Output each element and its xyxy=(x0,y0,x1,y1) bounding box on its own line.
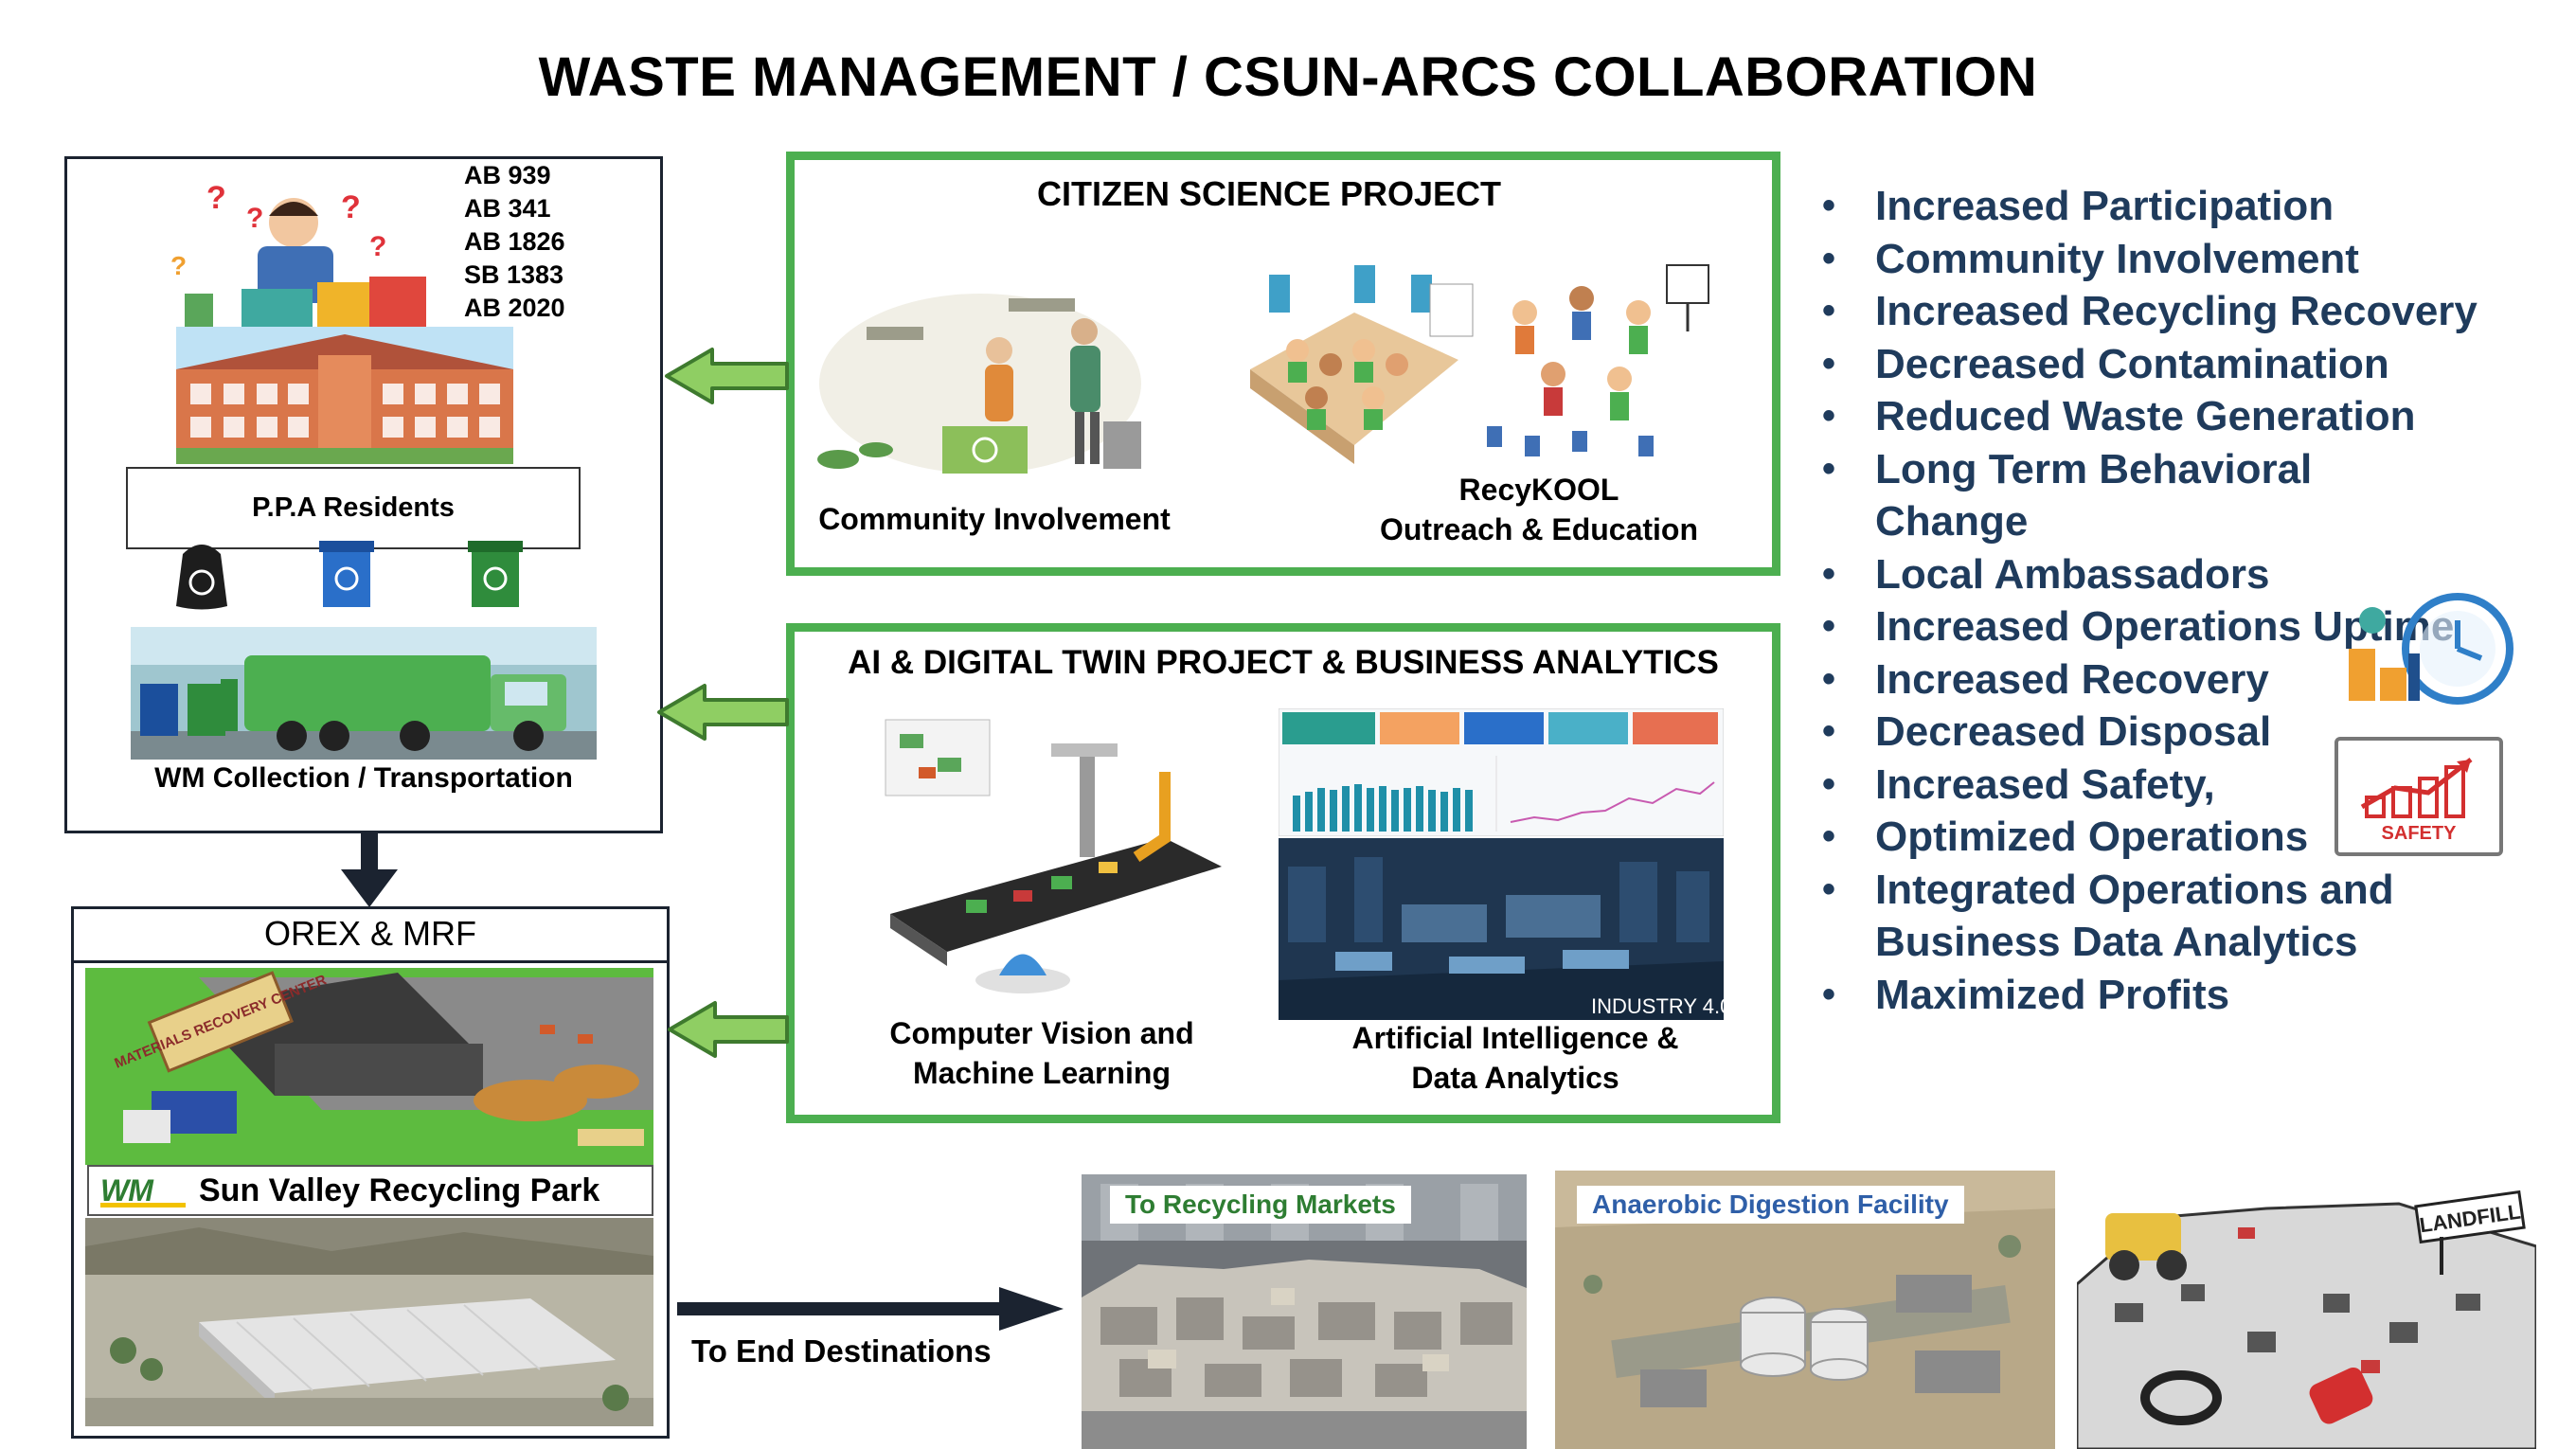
benefit-item: •Community Involvement xyxy=(1818,233,2567,286)
computer-vision-caption-line2: Machine Learning xyxy=(912,1056,1172,1090)
computer-vision-caption-line1: Computer Vision and xyxy=(889,1016,1194,1050)
collection-caption: WM Collection / Transportation xyxy=(154,762,573,794)
bullet-icon: • xyxy=(1822,185,1836,226)
recykool-classroom-illustration xyxy=(1241,256,1714,469)
trash-bag-icon xyxy=(169,535,235,611)
confused-person-illustration: ? ? ? ? ? xyxy=(152,170,436,327)
mrf-header: OREX & MRF xyxy=(263,913,476,953)
benefit-item: •Optimized Operations xyxy=(1818,811,2567,864)
mrf-header-box: OREX & MRF xyxy=(71,906,670,963)
sun-valley-label: Sun Valley Recycling Park xyxy=(199,1172,600,1208)
bullet-icon: • xyxy=(1822,710,1836,752)
svg-text:?: ? xyxy=(170,251,187,280)
benefit-item: •Long Term Behavioral xyxy=(1818,443,2567,496)
analytics-dashboard-image xyxy=(1279,708,1724,836)
svg-text:?: ? xyxy=(206,180,226,216)
end-destinations-arrow xyxy=(677,1287,1064,1331)
bullet-icon: • xyxy=(1822,395,1836,437)
uptime-clock-icon xyxy=(2325,578,2529,720)
benefits-list: •Increased Participation •Community Invo… xyxy=(1818,180,2567,1021)
bullet-icon: • xyxy=(1822,815,1836,857)
bullet-icon: • xyxy=(1822,447,1836,490)
bill-sb1383: SB 1383 xyxy=(464,260,564,289)
benefit-item-continuation: Change xyxy=(1875,498,2029,545)
ai-analytics-caption-line2: Data Analytics xyxy=(1411,1061,1619,1095)
citizen-science-header: CITIZEN SCIENCE PROJECT xyxy=(1036,174,1502,213)
benefit-item: •Increased Safety, xyxy=(1818,759,2567,812)
bullet-icon: • xyxy=(1822,868,1836,910)
legislation-list: AB 939 AB 341 AB 1826 SB 1383 AB 2020 xyxy=(464,159,565,325)
ai-analytics-caption: Artificial Intelligence & Data Analytics xyxy=(1297,1018,1733,1098)
residents-label: P.P.A Residents xyxy=(252,492,455,523)
industry-label: INDUSTRY 4.0 xyxy=(1591,994,1724,1018)
apartment-building-image xyxy=(176,327,513,464)
bullet-icon: • xyxy=(1822,290,1836,331)
page-title: WASTE MANAGEMENT / CSUN-ARCS COLLABORATI… xyxy=(538,46,2038,108)
recykool-caption: RecyKOOL Outreach & Education xyxy=(1354,470,1724,549)
benefit-item-continuation: Business Data Analytics xyxy=(1875,919,2358,965)
computer-vision-caption: Computer Vision and Machine Learning xyxy=(852,1013,1231,1093)
wm-logo-icon: WM xyxy=(100,1173,186,1208)
green-bin-icon xyxy=(464,537,527,611)
ai-project-header: AI & DIGITAL TWIN PROJECT & BUSINESS ANA… xyxy=(848,644,1719,681)
community-involvement-caption: Community Involvement xyxy=(818,502,1171,536)
garbage-truck-image xyxy=(131,627,597,760)
sun-valley-label-box: WM Sun Valley Recycling Park xyxy=(87,1165,653,1216)
benefit-item: •Maximized Profits xyxy=(1818,969,2567,1022)
wm-logo-text: WM xyxy=(100,1173,153,1208)
svg-text:?: ? xyxy=(369,231,386,262)
recykool-title: RecyKOOL xyxy=(1458,473,1619,507)
industry-4-factory-image: INDUSTRY 4.0 xyxy=(1279,838,1724,1020)
bill-ab939: AB 939 xyxy=(464,161,551,189)
landfill-illustration: LANDFILL xyxy=(2077,1171,2536,1449)
community-involvement-illustration xyxy=(810,260,1151,483)
ai-analytics-caption-line1: Artificial Intelligence & xyxy=(1351,1021,1679,1055)
bullet-icon: • xyxy=(1822,657,1836,700)
benefit-item: •Decreased Disposal xyxy=(1818,706,2567,759)
bullet-icon: • xyxy=(1822,552,1836,595)
arrow-ai-to-residents xyxy=(657,684,789,741)
benefit-item: •Increased Participation xyxy=(1818,180,2567,233)
end-destinations-label: To End Destinations xyxy=(691,1333,992,1368)
blue-bin-icon xyxy=(315,537,378,611)
benefit-item: •Increased Operations Uptime xyxy=(1818,600,2567,653)
svg-text:?: ? xyxy=(341,189,361,225)
bill-ab1826: AB 1826 xyxy=(464,227,565,256)
sun-valley-aerial-photo xyxy=(85,1218,653,1426)
recykool-subtitle: Outreach & Education xyxy=(1379,512,1699,546)
bill-ab341: AB 341 xyxy=(464,194,551,223)
benefit-item: •Increased Recovery xyxy=(1818,653,2567,707)
benefit-item: •Integrated Operations and xyxy=(1818,864,2567,917)
bill-ab2020: AB 2020 xyxy=(464,294,565,322)
materials-recovery-center-illustration: MATERIALS RECOVERY CENTER xyxy=(85,968,653,1165)
benefit-item: •Decreased Contamination xyxy=(1818,338,2567,391)
bullet-icon: • xyxy=(1822,237,1836,279)
arrow-ai-to-mrf xyxy=(668,1001,789,1058)
benefit-item: •Reduced Waste Generation xyxy=(1818,390,2567,443)
bullet-icon: • xyxy=(1822,605,1836,647)
safety-sign-text: SAFETY xyxy=(2382,823,2458,844)
bullet-icon: • xyxy=(1822,762,1836,805)
down-arrow xyxy=(341,833,398,907)
safety-chart-icon: SAFETY xyxy=(2334,737,2503,856)
computer-vision-conveyor-illustration xyxy=(881,715,1222,1009)
benefit-item: •Increased Recycling Recovery xyxy=(1818,285,2567,338)
bullet-icon: • xyxy=(1822,973,1836,1015)
bullet-icon: • xyxy=(1822,342,1836,385)
arrow-citizen-to-residents xyxy=(665,348,789,404)
svg-text:?: ? xyxy=(246,203,263,234)
recycling-markets-label: To Recycling Markets xyxy=(1110,1186,1411,1224)
anaerobic-digestion-label: Anaerobic Digestion Facility xyxy=(1577,1186,1964,1224)
benefit-item: •Local Ambassadors xyxy=(1818,548,2567,601)
